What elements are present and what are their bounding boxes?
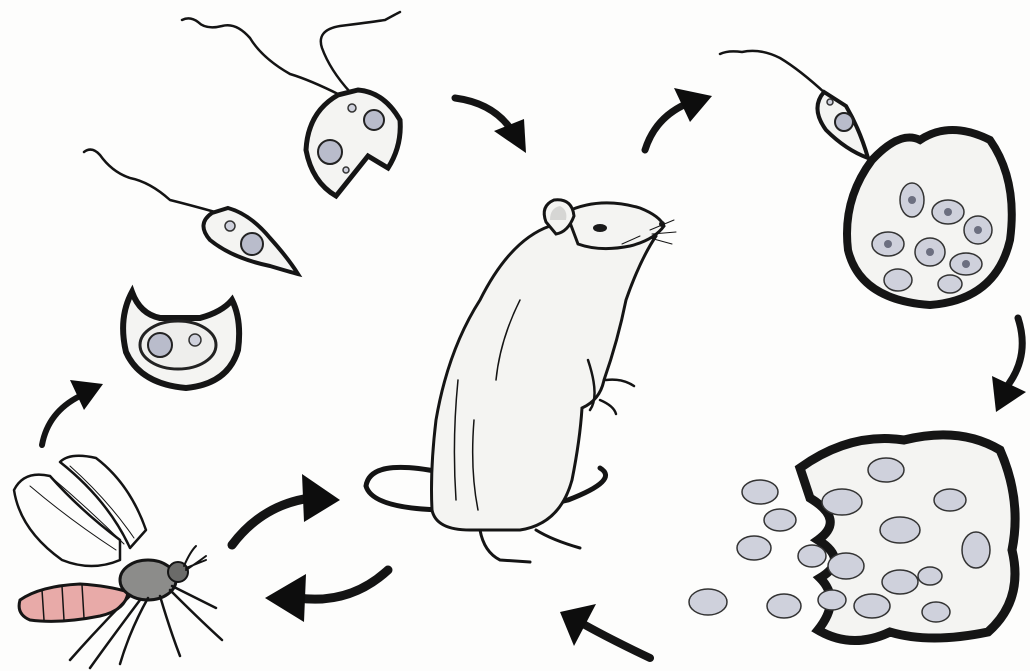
arrow-ruptured-to-rat xyxy=(560,604,650,658)
arrow-promastigote-to-rat xyxy=(455,98,526,153)
arrow-mosquito-to-cup xyxy=(42,380,103,445)
amastigote-cup-icon xyxy=(123,292,239,388)
sandfly-icon xyxy=(14,456,222,668)
macrophage-icon xyxy=(720,51,1012,305)
arrow-rat-to-mosquito xyxy=(265,570,388,622)
dividing-promastigote-icon xyxy=(182,12,400,196)
rat-icon xyxy=(366,200,676,562)
arrow-rat-to-macrophage xyxy=(645,88,712,150)
arrow-mosquito-to-rat xyxy=(232,474,340,545)
promastigote-icon xyxy=(84,150,298,274)
ruptured-cell-icon xyxy=(689,435,1015,641)
arrow-macrophage-to-ruptured xyxy=(992,318,1026,412)
